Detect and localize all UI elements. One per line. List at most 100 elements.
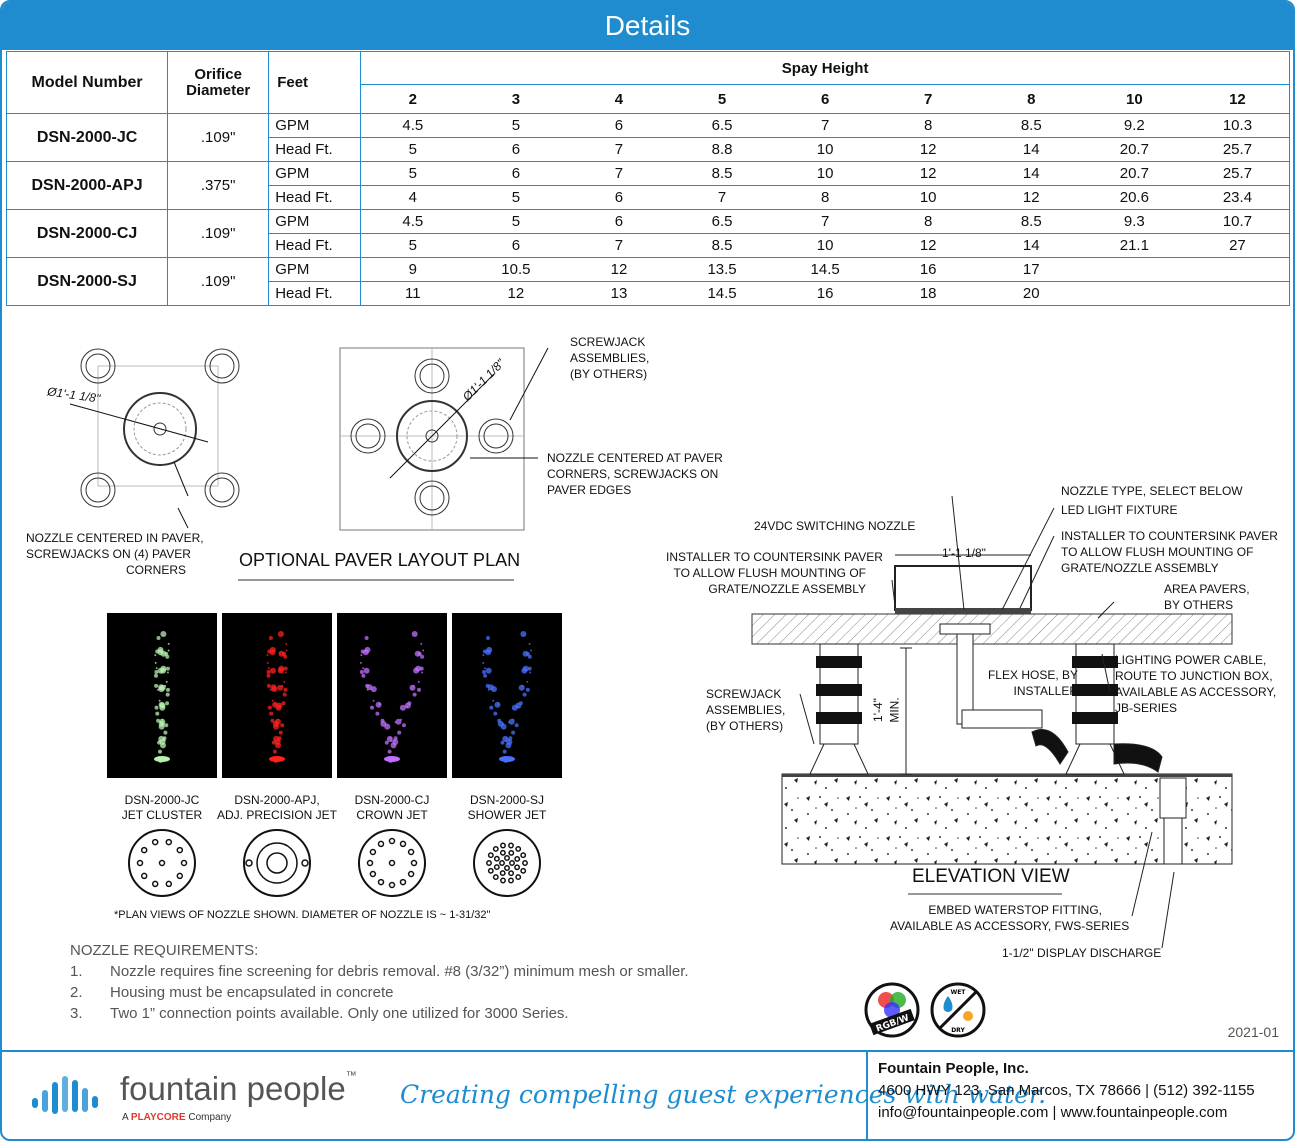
led-label: LED LIGHT FIXTURE <box>1061 503 1178 517</box>
head-value: 5 <box>360 137 465 162</box>
gpm-value: 5 <box>464 209 568 234</box>
note-line: (BY OTHERS) <box>570 367 648 381</box>
head-label: Head Ft. <box>268 233 362 258</box>
head-value: 20.7 <box>1082 137 1186 162</box>
note-screwjack-plan: SCREWJACK ASSEMBLIES, (BY OTHERS) <box>570 334 649 382</box>
screwjack-symbol <box>478 418 514 454</box>
gpm-value: 4.5 <box>360 113 465 138</box>
gpm-value: 25.7 <box>1185 161 1290 186</box>
nozzle-plan-view <box>243 829 311 897</box>
screwjack-symbol <box>414 480 450 516</box>
screwjack-symbol <box>80 348 116 384</box>
gpm-value: 10.7 <box>1185 209 1290 234</box>
head-value: 10 <box>773 233 877 258</box>
note-line: ROUTE TO JUNCTION BOX, <box>1115 669 1273 683</box>
gpm-label: GPM <box>268 161 362 186</box>
gpm-value: 8.5 <box>979 209 1083 234</box>
gpm-value: 17 <box>979 257 1083 282</box>
nozzle-plan-view <box>358 829 426 897</box>
head-value: 14 <box>979 233 1083 258</box>
orifice-diameter: .109" <box>167 113 270 162</box>
details-header: Details <box>2 2 1293 50</box>
company-web: info@fountainpeople.com | www.fountainpe… <box>878 1104 1228 1121</box>
gpm-value: 9 <box>360 257 465 282</box>
model-number: DSN-2000-JC <box>5 113 169 162</box>
note-line: TO ALLOW FLUSH MOUNTING OF <box>1061 545 1254 559</box>
note-line: AVAILABLE AS ACCESSORY, <box>1115 685 1277 699</box>
nozzle-type: SHOWER JET <box>467 808 547 822</box>
gpm-value: 7 <box>773 209 877 234</box>
note-line: (BY OTHERS) <box>706 719 784 733</box>
head-value: 7 <box>670 185 774 210</box>
nozzle-label: DSN-2000-APJ,ADJ. PRECISION JET <box>212 793 342 823</box>
spray-height-header: 3 <box>464 84 568 114</box>
head-value: 20.6 <box>1082 185 1186 210</box>
gpm-value: 8 <box>876 209 980 234</box>
elevation-drawing <box>751 495 1233 949</box>
nozzle-requirements: NOZZLE REQUIREMENTS: 1.Nozzle requires f… <box>70 940 689 1024</box>
head-value: 10 <box>773 137 877 162</box>
col-spray-header: Spay Height <box>360 51 1290 85</box>
model-number: DSN-2000-CJ <box>5 209 169 258</box>
gpm-value <box>1185 257 1290 282</box>
gpm-value: 10.3 <box>1185 113 1290 138</box>
gpm-value: 9.3 <box>1082 209 1186 234</box>
nozzle-photo <box>337 613 447 778</box>
nozzle-model: DSN-2000-JC <box>124 793 200 807</box>
nozzle-photo <box>452 613 562 778</box>
gpm-value: 6.5 <box>670 113 774 138</box>
gpm-value: 14.5 <box>773 257 877 282</box>
requirement-number: 3. <box>70 1005 83 1022</box>
head-value: 4 <box>360 185 465 210</box>
screwjack-symbol <box>80 472 116 508</box>
head-value: 8.8 <box>670 137 774 162</box>
drawings <box>69 347 1233 949</box>
head-label: Head Ft. <box>268 185 362 210</box>
note-line: CORNERS, SCREWJACKS ON <box>547 467 719 481</box>
dimension-line <box>69 403 209 443</box>
width-dimension: 1'-1 1/8" <box>942 546 986 560</box>
footer: fountain people™ A PLAYCORE Company Crea… <box>2 1050 1293 1139</box>
orifice-diameter: .109" <box>167 209 270 258</box>
head-value: 21.1 <box>1082 233 1186 258</box>
spray-height-header: 8 <box>979 84 1083 114</box>
head-value: 5 <box>464 185 568 210</box>
countersink-right-label: INSTALLER TO COUNTERSINK PAVER TO ALLOW … <box>1061 528 1278 576</box>
gpm-value: 14 <box>979 161 1083 186</box>
requirement-text: Two 1” connection points available. Only… <box>110 1005 569 1022</box>
head-value: 14 <box>979 137 1083 162</box>
head-value: 12 <box>876 233 980 258</box>
head-value: 23.4 <box>1185 185 1290 210</box>
note-line: SCREWJACK <box>706 687 782 701</box>
note-centered-at-corners: NOZZLE CENTERED AT PAVER CORNERS, SCREWJ… <box>547 450 723 498</box>
spray-height-header: 12 <box>1185 84 1290 114</box>
head-value: 6 <box>567 185 671 210</box>
note-line: PAVER EDGES <box>547 483 632 497</box>
waterstop-label: EMBED WATERSTOP FITTING, AVAILABLE AS AC… <box>890 902 1129 934</box>
screwjack-symbol <box>204 472 240 508</box>
head-value: 13 <box>567 281 671 306</box>
note-line: GRATE/NOZZLE ASSEMBLY <box>1061 561 1219 575</box>
company-name: Fountain People, Inc. <box>878 1060 1029 1077</box>
gpm-value: 5 <box>360 161 465 186</box>
note-line: AREA PAVERS, <box>1164 582 1250 596</box>
head-value: 25.7 <box>1185 137 1290 162</box>
head-value: 5 <box>360 233 465 258</box>
screwjack-elev-label: SCREWJACK ASSEMBLIES, (BY OTHERS) <box>706 686 786 734</box>
col-model-header: Model Number <box>5 51 169 114</box>
note-line: ASSEMBLIES, <box>706 703 786 717</box>
gpm-label: GPM <box>268 209 362 234</box>
col-orifice-header: Orifice Diameter <box>167 51 270 114</box>
nozzle-type: CROWN JET <box>356 808 428 822</box>
requirements-title: NOZZLE REQUIREMENTS: <box>70 942 259 959</box>
nozzle-plan-view <box>128 829 196 897</box>
spray-height-header: 6 <box>773 84 877 114</box>
note-line: ASSEMBLIES, <box>570 351 650 365</box>
nozzle-plan-view <box>473 829 541 897</box>
